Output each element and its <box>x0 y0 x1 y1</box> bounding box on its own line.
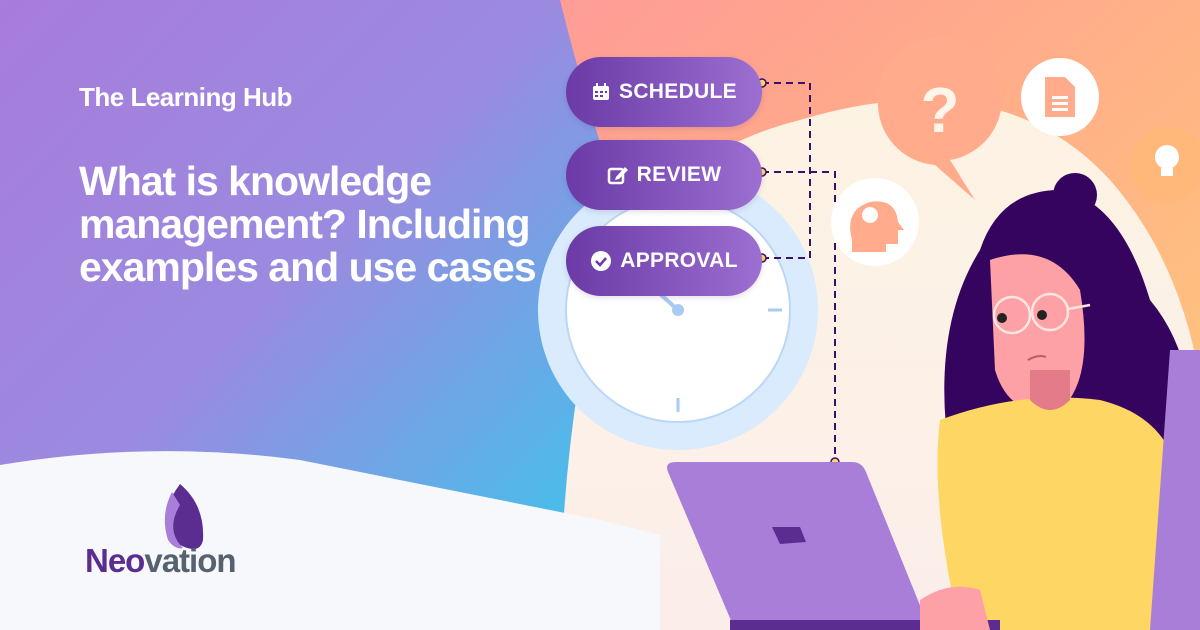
page-title: What is knowledge management? Including … <box>79 158 537 290</box>
step-label: REVIEW <box>636 163 722 186</box>
check-circle-icon <box>591 251 612 271</box>
section-label: The Learning Hub <box>79 82 293 112</box>
workflow-step-review: REVIEW <box>566 140 762 210</box>
svg-text:?: ? <box>920 74 959 146</box>
step-label: SCHEDULE <box>619 80 737 103</box>
brand-name-part1: Neo <box>85 542 145 579</box>
brand-logo: Neovation <box>85 542 237 580</box>
calendar-icon <box>593 83 610 100</box>
brand-name-part2: vation <box>144 542 236 579</box>
step-label: APPROVAL <box>620 249 738 272</box>
logo-flame <box>164 484 204 549</box>
workflow-step-schedule: SCHEDULE <box>566 57 762 127</box>
workflow-step-approval: APPROVAL <box>566 226 762 296</box>
edit-icon <box>607 167 628 185</box>
